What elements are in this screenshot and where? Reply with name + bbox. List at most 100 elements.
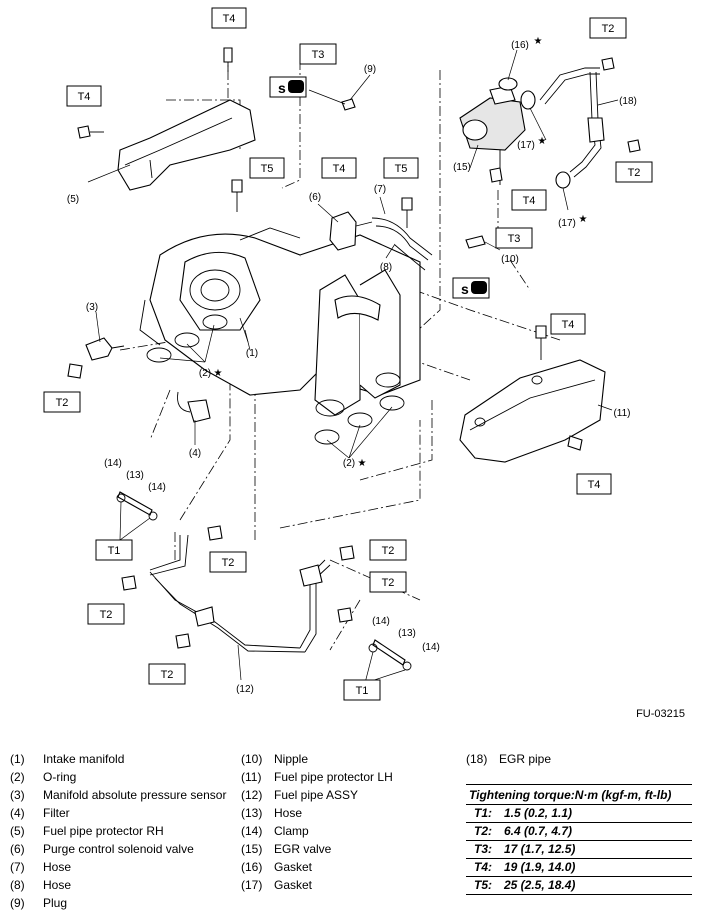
torque-row: T2:6.4 (0.7, 4.7) — [466, 822, 692, 840]
legend-item-number: (18) — [466, 752, 488, 766]
legend-item-name: Plug — [43, 896, 68, 910]
legend-item-number: (1) — [10, 752, 25, 766]
legend-item-number: (17) — [241, 878, 263, 892]
hoses — [341, 98, 486, 271]
svg-text:T5: T5 — [395, 163, 408, 175]
svg-text:T3: T3 — [312, 49, 325, 61]
legend-item-number: (6) — [10, 842, 25, 856]
callout-13: (13) — [398, 628, 416, 639]
legend-item: (6) Purge control solenoid valve — [10, 840, 226, 858]
svg-text:T4: T4 — [523, 195, 536, 207]
legend-column-3: (18)EGR pipe — [466, 750, 551, 768]
svg-text:T5: T5 — [261, 163, 274, 175]
callout-10: (10) — [501, 254, 519, 265]
svg-text:T2: T2 — [56, 397, 69, 409]
svg-text:T2: T2 — [382, 545, 395, 557]
callout-14: (14) — [422, 642, 440, 653]
legend-item: (14)Clamp — [241, 822, 393, 840]
star-mark: ★ — [538, 136, 547, 147]
torque-key: T1: — [474, 806, 492, 820]
figure-code: FU-03215 — [636, 708, 685, 720]
legend-item: (13)Hose — [241, 804, 393, 822]
torque-row: T3:17 (1.7, 12.5) — [466, 840, 692, 858]
legend-item-number: (9) — [10, 896, 25, 910]
legend-item-name: Nipple — [274, 752, 309, 766]
torque-key: T4: — [474, 860, 492, 874]
torque-tag-t3: T3 — [299, 43, 337, 65]
svg-text:T4: T4 — [588, 479, 601, 491]
legend-item-name: O-ring — [43, 770, 77, 784]
torque-row: T1: 1.5 (0.2, 1.1) — [466, 804, 692, 822]
legend-item: (3) Manifold absolute pressure sensor — [10, 786, 226, 804]
torque-tag-t4: T4 — [211, 7, 247, 29]
tightening-torque-table: Tightening torque:N·m (kgf-m, ft-lb) T1:… — [466, 784, 692, 895]
torque-table-title: Tightening torque:N·m (kgf-m, ft-lb) — [466, 784, 692, 804]
legend-item-number: (13) — [241, 806, 263, 820]
svg-text:T2: T2 — [602, 23, 615, 35]
legend-item: (5)Fuel pipe protector RH — [10, 822, 226, 840]
torque-tag-t2: T2 — [43, 391, 81, 413]
legend-item: (9) Plug — [10, 894, 226, 912]
torque-key: T3: — [474, 842, 492, 856]
callout-2: (2) — [343, 458, 355, 469]
callout-labels: (1) (2) ★ (2) ★ (3) (4) (5) (6) (7) (8) … — [67, 36, 637, 695]
svg-text:T4: T4 — [333, 163, 346, 175]
callout-6: (6) — [309, 192, 321, 203]
torque-tag-t4: T4 — [550, 313, 586, 335]
egr-valve — [459, 85, 526, 185]
callout-18: (18) — [619, 96, 637, 107]
torque-value: 1.5 (0.2, 1.1) — [504, 806, 573, 820]
legend-item-name: Intake manifold — [43, 752, 125, 766]
svg-text:T2: T2 — [100, 609, 113, 621]
star-mark: ★ — [214, 368, 223, 379]
torque-tag-t2: T2 — [87, 603, 125, 625]
lubricant-icon: s — [269, 76, 307, 98]
torque-tag-t4: T4 — [511, 189, 547, 211]
callout-14: (14) — [104, 458, 122, 469]
purge-control-solenoid-valve — [329, 211, 373, 251]
star-mark: ★ — [534, 36, 543, 47]
svg-text:T2: T2 — [628, 167, 641, 179]
legend-item: (15)EGR valve — [241, 840, 393, 858]
callout-9: (9) — [364, 64, 376, 75]
leader-lines — [87, 49, 619, 684]
legend-item-number: (8) — [10, 878, 25, 892]
torque-row: T5:25 (2.5, 18.4) — [466, 876, 692, 895]
torque-value: 19 (1.9, 14.0) — [504, 860, 576, 874]
legend-item-number: (7) — [10, 860, 25, 874]
torque-value: 6.4 (0.7, 4.7) — [504, 824, 573, 838]
legend-column-1: (1) Intake manifold (2)O-ring (3) Manifold a… — [10, 750, 226, 912]
torque-tag-t4: T4 — [576, 473, 612, 495]
torque-tag-t3: T3 — [495, 227, 533, 249]
legend-item-number: (15) — [241, 842, 263, 856]
legend-item-number: (11) — [241, 770, 262, 784]
legend-item-name: Manifold absolute pressure sensor — [43, 788, 227, 802]
legend-item-name: Gasket — [274, 878, 313, 892]
exploded-parts-diagram: s s T4 T4 T5 T3 T4 T5 T2 T2 T4 — [43, 7, 653, 701]
torque-key: T5: — [474, 878, 492, 892]
svg-text:s: s — [278, 80, 286, 96]
svg-text:T1: T1 — [356, 685, 369, 697]
callout-1: (1) — [246, 348, 258, 359]
torque-tag-t2: T2 — [369, 539, 407, 561]
legend-item-name: Purge control solenoid valve — [43, 842, 194, 856]
legend-item-number: (4) — [10, 806, 25, 820]
star-mark: ★ — [579, 214, 588, 225]
callout-15: (15) — [453, 162, 471, 173]
callout-3: (3) — [86, 302, 98, 313]
legend-item-number: (3) — [10, 788, 25, 802]
torque-tag-t5: T5 — [249, 157, 285, 179]
torque-tag-t4: T4 — [66, 85, 102, 107]
legend-item-name: Hose — [43, 860, 72, 874]
legend-item: (2)O-ring — [10, 768, 226, 786]
torque-tag-t2: T2 — [209, 551, 247, 573]
callout-17: (17) — [558, 218, 576, 229]
svg-text:T4: T4 — [562, 319, 575, 331]
callout-5: (5) — [67, 194, 79, 205]
callout-2: (2) — [199, 368, 211, 379]
legend-item-name: Fuel pipe ASSY — [274, 788, 359, 802]
torque-tag-t2: T2 — [615, 161, 653, 183]
legend-item-number: (16) — [241, 860, 263, 874]
callout-13: (13) — [126, 470, 144, 481]
fuel-pipe-protector-rh — [117, 99, 256, 191]
